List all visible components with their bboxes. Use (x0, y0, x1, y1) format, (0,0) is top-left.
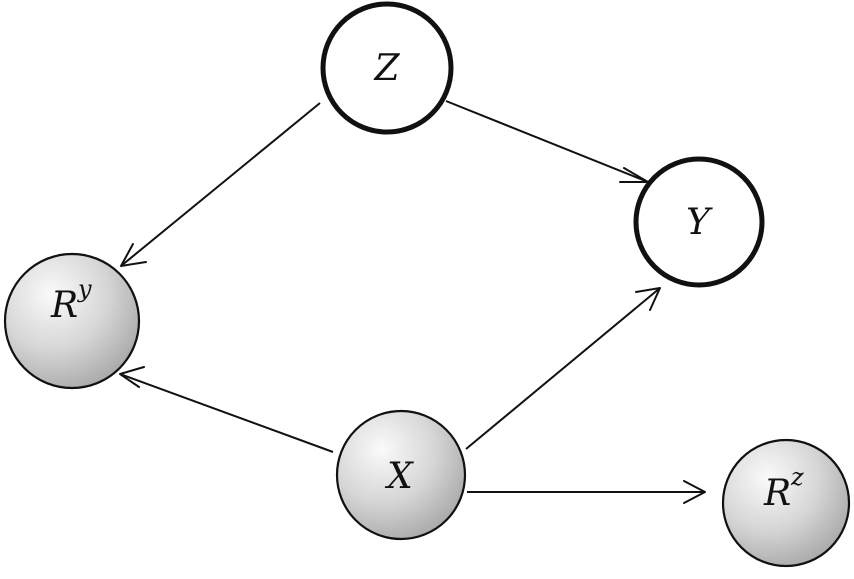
node-ry: R y (3, 252, 141, 390)
edge-x-to-y (465, 287, 661, 450)
node-z: Z (320, 1, 454, 135)
edge-z-to-y (445, 100, 649, 183)
node-x-label: X (384, 456, 414, 497)
node-y-label: Y (686, 202, 713, 243)
node-y: Y (633, 156, 765, 288)
node-x: X (335, 409, 467, 541)
node-z-label: Z (373, 48, 400, 89)
edge-x-to-rz (467, 480, 706, 504)
edge-x-to-ry (119, 366, 334, 453)
edge-z-to-ry (120, 102, 321, 267)
node-ry-superscript: y (77, 275, 92, 303)
node-rz: R z (721, 438, 851, 568)
node-rz-superscript: z (790, 463, 804, 491)
node-rz-label: R (763, 473, 791, 514)
node-ry-label: R (50, 285, 78, 326)
